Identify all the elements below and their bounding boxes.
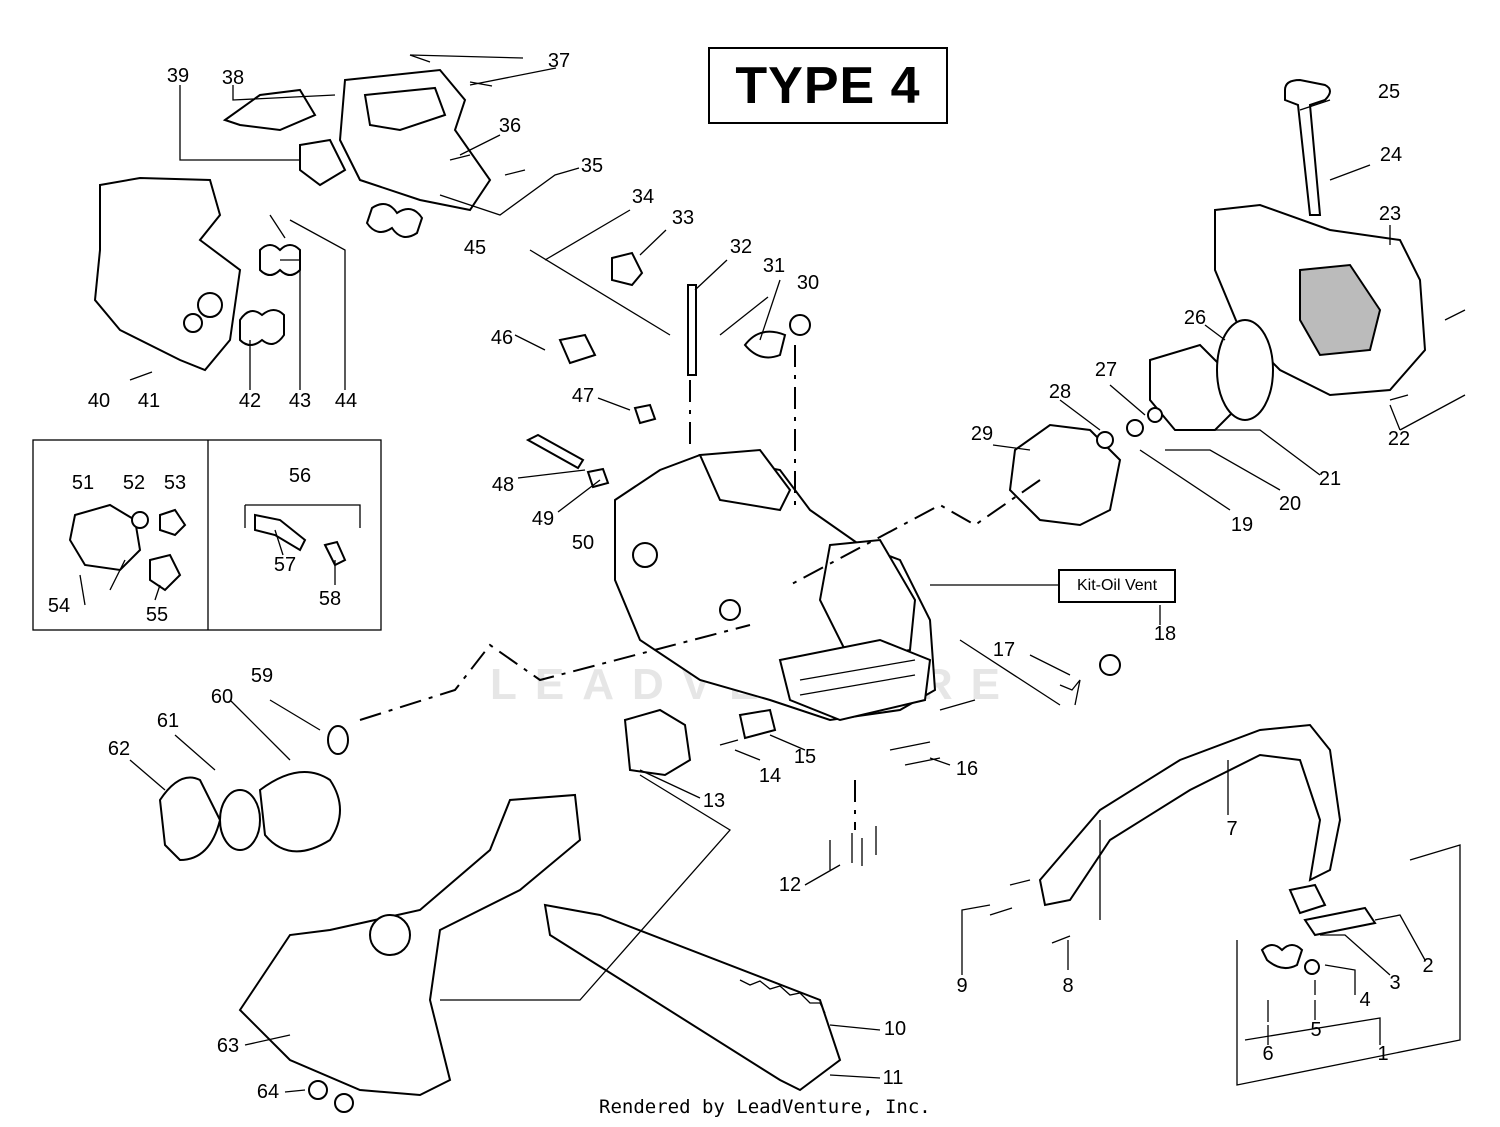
callout-23[interactable]: 23 [1378,203,1402,225]
callout-39[interactable]: 39 [166,65,190,87]
callout-30[interactable]: 30 [796,272,820,294]
callout-2[interactable]: 2 [1422,955,1434,977]
callout-20[interactable]: 20 [1278,493,1302,515]
callout-38[interactable]: 38 [221,67,245,89]
kit-oil-vent-label: Kit-Oil Vent [1058,569,1176,603]
callout-61[interactable]: 61 [156,710,180,732]
starter-assembly [1008,78,1466,527]
callout-33[interactable]: 33 [671,207,695,229]
callout-18[interactable]: 18 [1153,623,1177,645]
callout-24[interactable]: 24 [1379,144,1403,166]
callout-60[interactable]: 60 [210,686,234,708]
callout-13[interactable]: 13 [702,790,726,812]
callout-59[interactable]: 59 [250,665,274,687]
callout-64[interactable]: 64 [256,1081,280,1103]
callout-5[interactable]: 5 [1310,1019,1322,1041]
callout-50[interactable]: 50 [571,532,595,554]
callout-29[interactable]: 29 [970,423,994,445]
callout-16[interactable]: 16 [955,758,979,780]
callout-54[interactable]: 54 [47,595,71,617]
callout-46[interactable]: 46 [490,327,514,349]
callout-56[interactable]: 56 [288,465,312,487]
front-handle [989,723,1461,1086]
misc-small-parts [525,249,811,489]
callout-25[interactable]: 25 [1377,81,1401,103]
leader-lines [79,54,1466,1093]
callout-55[interactable]: 55 [145,604,169,626]
callout-9[interactable]: 9 [956,975,968,997]
callout-3[interactable]: 3 [1389,972,1401,994]
callout-34[interactable]: 34 [631,186,655,208]
clutch-assembly [158,725,349,862]
callout-35[interactable]: 35 [580,155,604,177]
callout-10[interactable]: 10 [883,1018,907,1040]
callout-57[interactable]: 57 [273,554,297,576]
callout-8[interactable]: 8 [1062,975,1074,997]
callout-42[interactable]: 42 [238,390,262,412]
callout-6[interactable]: 6 [1262,1043,1274,1065]
callout-31[interactable]: 31 [762,255,786,277]
callout-27[interactable]: 27 [1094,359,1118,381]
callout-14[interactable]: 14 [758,765,782,787]
assembly-centerlines [359,345,1041,830]
callout-44[interactable]: 44 [334,390,358,412]
callout-32[interactable]: 32 [729,236,753,258]
callout-11[interactable]: 11 [882,1067,904,1089]
callout-49[interactable]: 49 [531,508,555,530]
callout-4[interactable]: 4 [1359,989,1371,1011]
callout-37[interactable]: 37 [547,50,571,72]
callout-1[interactable]: 1 [1377,1043,1389,1065]
bar-and-cover [238,793,842,1113]
callout-26[interactable]: 26 [1183,307,1207,329]
callout-40[interactable]: 40 [87,390,111,412]
callout-41[interactable]: 41 [137,390,161,412]
callout-51[interactable]: 51 [71,472,95,494]
footer-credit: Rendered by LeadVenture, Inc. [599,1096,931,1118]
callout-63[interactable]: 63 [216,1035,240,1057]
callout-19[interactable]: 19 [1230,514,1254,536]
callout-28[interactable]: 28 [1048,381,1072,403]
callout-15[interactable]: 15 [793,746,817,768]
crankcase [614,448,937,722]
callout-52[interactable]: 52 [122,472,146,494]
chain-brake-parts [623,654,1121,870]
rear-handle [93,54,526,381]
callout-7[interactable]: 7 [1226,818,1238,840]
callout-22[interactable]: 22 [1387,428,1411,450]
diagram-title: TYPE 4 [708,47,948,124]
callout-17[interactable]: 17 [992,639,1016,661]
callout-62[interactable]: 62 [107,738,131,760]
callout-12[interactable]: 12 [778,874,802,896]
callout-36[interactable]: 36 [498,115,522,137]
callout-48[interactable]: 48 [491,474,515,496]
inset-boxes [32,439,382,631]
callout-21[interactable]: 21 [1318,468,1342,490]
callout-45[interactable]: 45 [463,237,487,259]
callout-58[interactable]: 58 [318,588,342,610]
callout-53[interactable]: 53 [163,472,187,494]
callout-43[interactable]: 43 [288,390,312,412]
callout-47[interactable]: 47 [571,385,595,407]
